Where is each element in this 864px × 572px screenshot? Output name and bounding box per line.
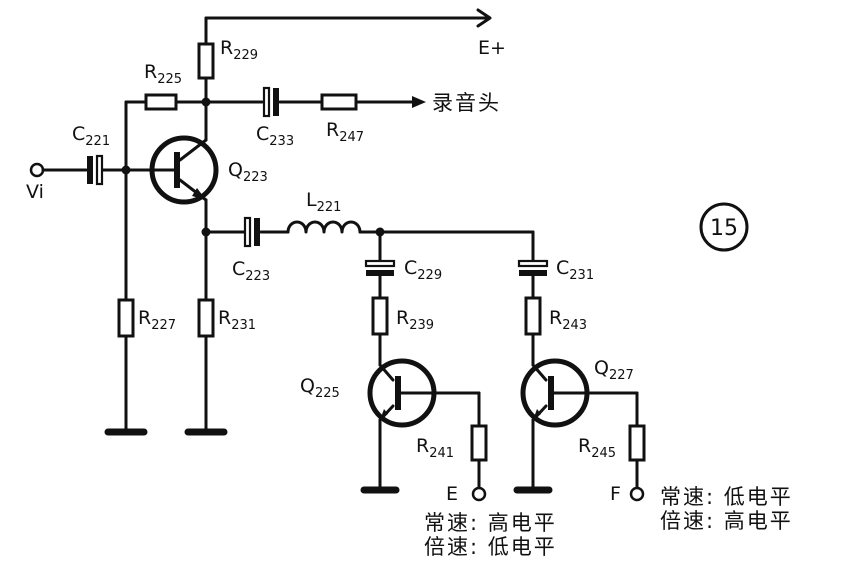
supply-label: E+ (478, 37, 506, 59)
arrow-icon (412, 96, 426, 108)
output-f-label: F (610, 483, 621, 505)
svg-text:C229: C229 (404, 257, 442, 283)
resistor-r231 (197, 298, 215, 338)
resistor-r229 (197, 42, 215, 80)
svg-text:Q223: Q223 (228, 159, 268, 185)
resistor-r239 (371, 296, 389, 336)
r239-letter: R (396, 307, 409, 329)
r225-number: 225 (157, 72, 182, 87)
capacitor-c223 (243, 216, 252, 248)
svg-text:C233: C233 (256, 123, 294, 149)
resistor-r247 (320, 93, 358, 111)
figure-number: 15 (710, 216, 738, 241)
e-normal-speed-note: 常速: 高电平 (424, 511, 557, 535)
r243-number: 243 (562, 318, 587, 333)
r245-number: 245 (591, 446, 616, 461)
f-double-speed-note: 倍速: 高电平 (660, 509, 793, 533)
c223-letter: C (232, 258, 245, 280)
r247-letter: R (326, 119, 339, 141)
figure-number-badge: 15 (699, 202, 749, 252)
svg-text:Q225: Q225 (300, 375, 340, 401)
c221-number: 221 (85, 134, 110, 149)
c233-letter: C (256, 123, 269, 145)
svg-text:R227: R227 (138, 307, 176, 333)
capacitor-c233 (262, 86, 271, 118)
capacitor-c221 (95, 154, 104, 186)
q225-number: 225 (315, 386, 340, 401)
supply-rail (204, 8, 492, 46)
output-e-label: E (446, 483, 458, 505)
q227-number: 227 (609, 368, 634, 383)
svg-text:R229: R229 (220, 37, 258, 63)
svg-text:Vi: Vi (26, 181, 44, 203)
f-normal-speed-note: 常速: 低电平 (660, 485, 793, 509)
r247-number: 247 (339, 130, 364, 145)
svg-text:Q227: Q227 (594, 357, 634, 383)
c233-number: 233 (269, 134, 294, 149)
c223-number: 223 (245, 269, 270, 284)
svg-text:R243: R243 (549, 307, 587, 333)
input-label: Vi (26, 181, 44, 203)
l221-number: 221 (317, 200, 342, 215)
svg-text:C221: C221 (72, 123, 110, 149)
c229-letter: C (404, 257, 417, 279)
r231-number: 231 (231, 318, 256, 333)
r229-number: 229 (233, 48, 258, 63)
q225-letter: Q (300, 375, 315, 397)
c221-letter: C (72, 123, 85, 145)
svg-text:L221: L221 (306, 189, 341, 215)
capacitor-c229 (364, 259, 396, 268)
c229-number: 229 (417, 268, 442, 283)
svg-text:R245: R245 (578, 435, 616, 461)
r229-letter: R (220, 37, 233, 59)
resistor-r225 (144, 93, 178, 111)
svg-text:R239: R239 (396, 307, 434, 333)
transistor-q225 (367, 358, 481, 490)
supply-terminal-label: E+ (478, 37, 506, 59)
svg-text:C231: C231 (556, 257, 594, 283)
recording-head-label: 录音头 (432, 91, 501, 115)
r243-letter: R (549, 307, 562, 329)
resistor-r241 (470, 424, 488, 462)
svg-text:R225: R225 (144, 61, 182, 87)
e-double-speed-note: 倍速: 低电平 (424, 535, 557, 559)
q223-letter: Q (228, 159, 243, 181)
r225-letter: R (144, 61, 157, 83)
resistor-r243 (524, 296, 542, 336)
output-e-terminal (471, 486, 487, 502)
resistor-r245 (628, 424, 646, 462)
transistor-q227 (520, 358, 639, 490)
r227-number: 227 (151, 318, 176, 333)
r245-letter: R (578, 435, 591, 457)
r241-number: 241 (429, 446, 454, 461)
svg-text:R231: R231 (218, 307, 256, 333)
input-terminal (29, 162, 45, 178)
inductor-l221 (286, 220, 362, 234)
svg-text:R247: R247 (326, 119, 364, 145)
q223-number: 223 (243, 170, 268, 185)
r231-letter: R (218, 307, 231, 329)
capacitor-c231 (517, 259, 549, 268)
r227-letter: R (138, 307, 151, 329)
output-f-terminal (629, 486, 645, 502)
svg-text:R241: R241 (416, 435, 454, 461)
c231-letter: C (556, 257, 569, 279)
q227-letter: Q (594, 357, 609, 379)
r241-letter: R (416, 435, 429, 457)
transistor-q223 (149, 100, 219, 205)
svg-text:C223: C223 (232, 258, 270, 284)
c231-number: 231 (569, 268, 594, 283)
l221-letter: L (306, 189, 317, 211)
base-node (121, 165, 131, 175)
resistor-r227 (117, 298, 135, 338)
r239-number: 239 (409, 318, 434, 333)
